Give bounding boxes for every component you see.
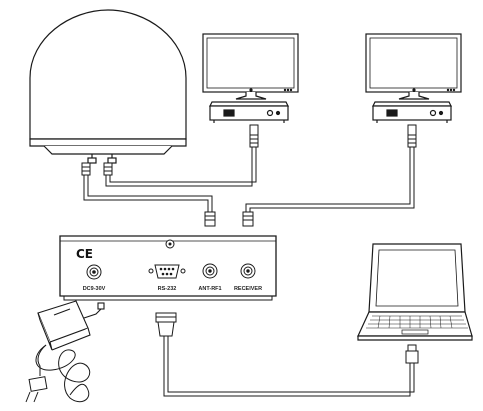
set-top-receiver-icon <box>209 101 289 123</box>
receiver-port <box>240 263 256 279</box>
rs232-port <box>148 264 186 279</box>
port-label-ant: ANT-RF1 <box>198 286 221 292</box>
receiver-1-coax-connector <box>249 124 259 148</box>
ant-rf1-port <box>202 263 218 279</box>
tv-monitor-icon <box>365 33 462 100</box>
port-label-rs232: RS-232 <box>158 286 177 292</box>
laptop-icon <box>357 243 473 341</box>
coax-cables <box>83 147 415 212</box>
serial-cable <box>163 342 415 397</box>
adapter-power-cord <box>35 344 91 403</box>
ce-mark: CE <box>76 247 93 261</box>
box-input-connectors <box>204 211 254 227</box>
power-adapter-icon <box>37 300 105 351</box>
antenna-coax-connectors <box>81 162 113 176</box>
serial-connector <box>155 312 177 342</box>
control-box: CE DC9-30V RS-232 ANT-RF1 <box>59 235 277 301</box>
receiver-2-coax-connector <box>407 124 417 148</box>
dc-power-jack <box>86 264 102 280</box>
ac-plug-icon <box>25 376 48 403</box>
usb-connector <box>405 344 419 364</box>
port-label-dc: DC9-30V <box>83 286 106 292</box>
satellite-dome-antenna-icon <box>29 9 187 164</box>
port-label-receiver: RECEIVER <box>234 286 262 292</box>
tv-monitor-icon <box>202 33 299 100</box>
set-top-receiver-icon <box>372 101 452 123</box>
